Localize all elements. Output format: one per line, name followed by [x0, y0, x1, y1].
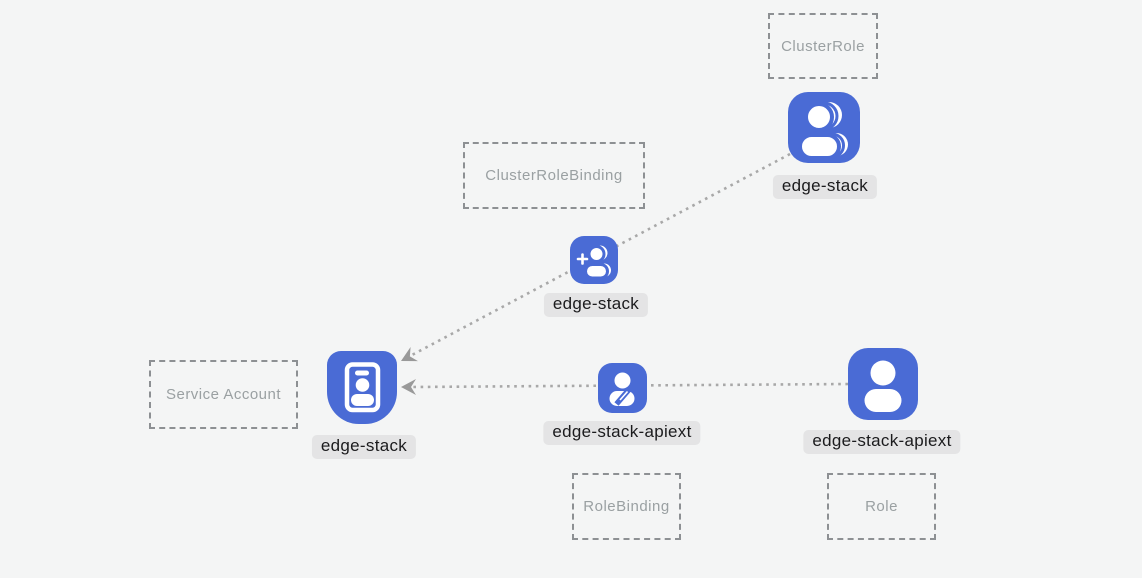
node-label-rolebinding[interactable]: edge-stack-apiext [543, 421, 701, 445]
node-serviceaccount-edge-stack[interactable] [327, 351, 397, 424]
id-badge-icon [344, 362, 381, 413]
person-edit-icon [609, 372, 635, 406]
node-rolebinding-edge-stack-apiext[interactable] [598, 363, 647, 413]
type-box-label: Role [865, 498, 898, 515]
node-label-clusterrole[interactable]: edge-stack [772, 175, 878, 199]
type-box-label: Service Account [165, 386, 282, 403]
node-role-edge-stack-apiext[interactable] [848, 348, 918, 420]
node-label-role[interactable]: edge-stack-apiext [803, 430, 961, 454]
node-clusterrolebinding-edge-stack[interactable] [570, 236, 618, 284]
type-box-clusterrolebinding: ClusterRoleBinding [463, 142, 645, 209]
arrowhead-icon [401, 346, 418, 362]
type-box-role: Role [827, 473, 936, 540]
person-add-icon [576, 245, 611, 280]
node-clusterrole-edge-stack[interactable] [788, 92, 860, 163]
person-icon [864, 360, 902, 412]
type-box-label: ClusterRoleBinding [485, 167, 623, 184]
node-label-serviceaccount[interactable]: edge-stack [311, 435, 417, 459]
users-icon [798, 101, 848, 160]
node-label-clusterrolebinding[interactable]: edge-stack [543, 293, 649, 317]
type-box-label: ClusterRole [781, 37, 865, 55]
type-box-serviceaccount: Service Account [149, 360, 298, 429]
type-box-label: RoleBinding [583, 498, 670, 515]
type-box-clusterrole: ClusterRole [768, 13, 878, 79]
arrowhead-icon [401, 379, 416, 395]
type-box-rolebinding: RoleBinding [572, 473, 681, 540]
